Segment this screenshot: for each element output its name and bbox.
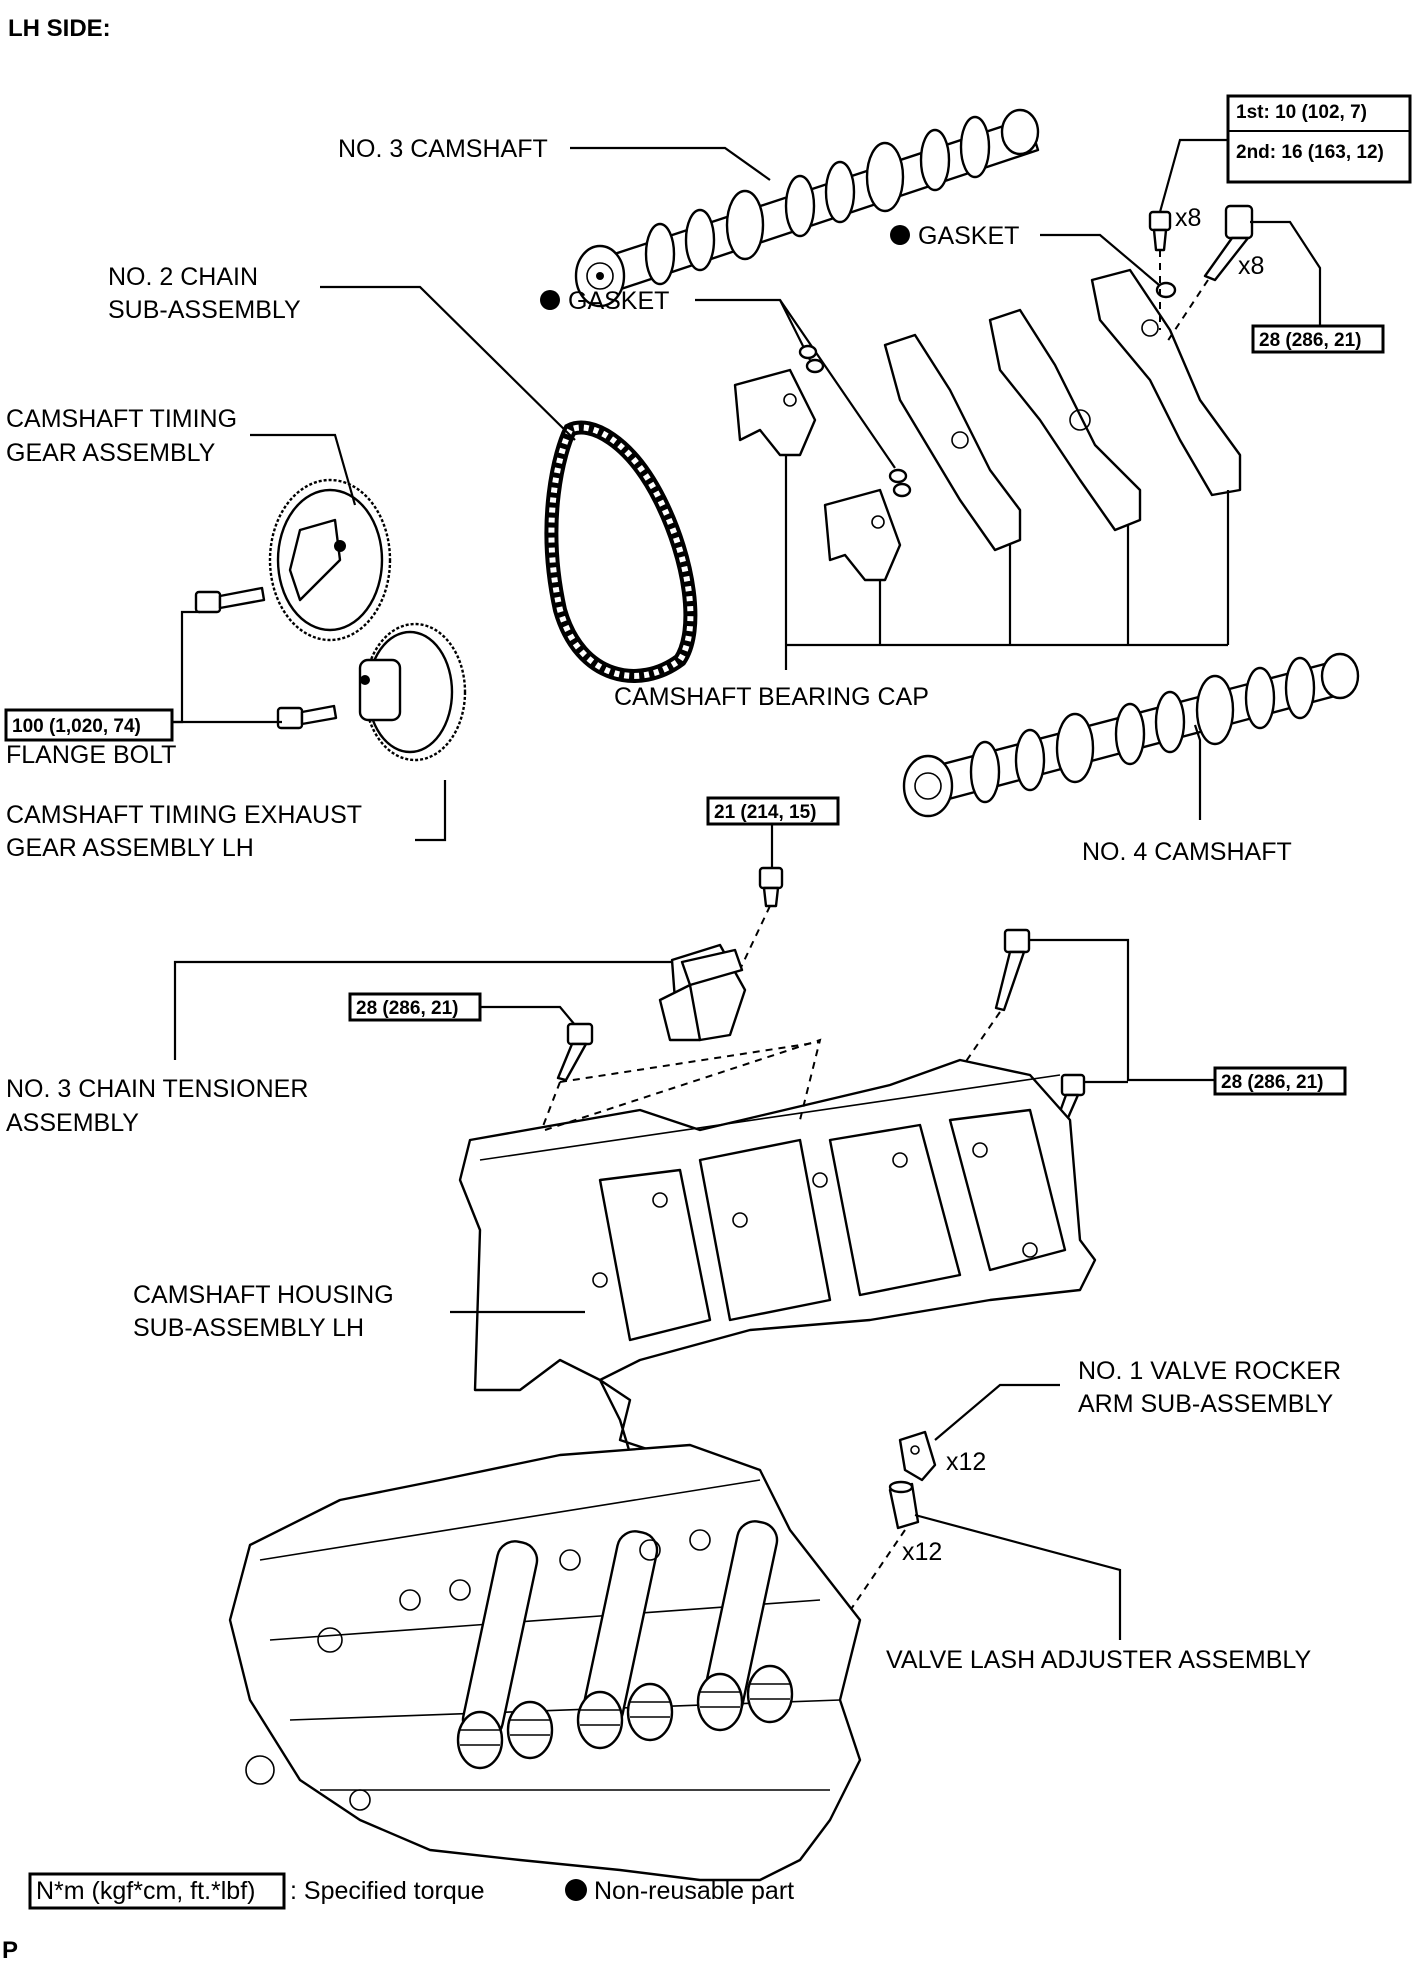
non-reusable-dot-gasket-lower	[540, 290, 560, 310]
housing-bolt-left	[556, 1022, 594, 1082]
qty-rocker: x12	[946, 1448, 986, 1476]
qty-cap-bolt-small: x8	[1175, 204, 1201, 232]
label-no2-chain-1: NO. 2 CHAIN	[108, 263, 258, 291]
torque-housing-left: 28 (286, 21)	[356, 998, 458, 1019]
label-exhaust-gear-2: GEAR ASSEMBLY LH	[6, 834, 254, 862]
label-timing-gear-2: GEAR ASSEMBLY	[6, 439, 216, 467]
no3-camshaft-drawing	[574, 108, 1040, 308]
gasket-rings	[798, 281, 1177, 498]
housing-bolt-right-1	[994, 928, 1031, 1012]
non-reusable-dot-gasket-upper	[890, 225, 910, 245]
label-gasket-upper: GASKET	[918, 222, 1019, 250]
label-housing-2: SUB-ASSEMBLY LH	[133, 1314, 364, 1342]
label-housing-1: CAMSHAFT HOUSING	[133, 1281, 394, 1309]
camshaft-housing-drawing	[458, 1058, 1097, 1492]
flange-bolt-upper	[194, 586, 266, 614]
label-exhaust-gear-1: CAMSHAFT TIMING EXHAUST	[6, 801, 362, 829]
torque-tensioner-bolt: 21 (214, 15)	[714, 802, 816, 823]
exhaust-gear-drawing	[358, 622, 467, 762]
label-gasket-lower: GASKET	[568, 287, 669, 315]
label-tensioner-2: ASSEMBLY	[6, 1109, 139, 1137]
qty-lash: x12	[902, 1538, 942, 1566]
torque-cap-bolt: 28 (286, 21)	[1259, 330, 1361, 351]
no4-camshaft-drawing	[902, 652, 1360, 818]
tensioner-bolt	[758, 866, 784, 908]
label-flange-bolt: FLANGE BOLT	[6, 741, 176, 769]
no2-chain-drawing	[544, 420, 698, 683]
label-lash-adjuster: VALVE LASH ADJUSTER ASSEMBLY	[886, 1646, 1311, 1674]
label-rocker-1: NO. 1 VALVE ROCKER	[1078, 1357, 1341, 1385]
label-no2-chain-2: SUB-ASSEMBLY	[108, 296, 301, 324]
rocker-arm-drawing	[898, 1430, 937, 1482]
label-tensioner-1: NO. 3 CHAIN TENSIONER	[6, 1075, 308, 1103]
lash-adjuster-drawing	[888, 1480, 920, 1530]
label-rocker-2: ARM SUB-ASSEMBLY	[1078, 1390, 1333, 1418]
footer-code: P	[2, 1937, 18, 1963]
cap-bolt-small	[1148, 210, 1172, 252]
label-bearing-cap: CAMSHAFT BEARING CAP	[614, 683, 929, 711]
label-no3-camshaft: NO. 3 CAMSHAFT	[338, 135, 548, 163]
cylinder-head-drawing	[228, 1443, 862, 1882]
qty-cap-bolt-large: x8	[1238, 252, 1264, 280]
torque-cap-first: 1st: 10 (102, 7)	[1236, 102, 1367, 123]
torque-cap-second: 2nd: 16 (163, 12)	[1236, 142, 1384, 163]
torque-housing-right: 28 (286, 21)	[1221, 1072, 1323, 1093]
tensioner-drawing	[658, 943, 747, 1042]
timing-gear-drawing	[268, 478, 392, 642]
bearing-caps-drawing	[733, 268, 1242, 582]
legend-torque-label: N*m (kgf*cm, ft.*lbf)	[36, 1877, 255, 1905]
flange-bolt-lower	[276, 704, 338, 730]
legend-torque-box	[28, 1872, 286, 1910]
label-no4-camshaft: NO. 4 CAMSHAFT	[1082, 838, 1292, 866]
cap-bolt-large	[1203, 204, 1254, 282]
legend-non-reusable-dot	[565, 1879, 587, 1901]
legend-non-reusable-text: Non-reusable part	[594, 1877, 794, 1905]
label-timing-gear-1: CAMSHAFT TIMING	[6, 405, 237, 433]
torque-flange-bolt: 100 (1,020, 74)	[12, 716, 141, 737]
legend-torque-desc: : Specified torque	[290, 1877, 485, 1905]
header-title: LH SIDE:	[8, 15, 111, 42]
